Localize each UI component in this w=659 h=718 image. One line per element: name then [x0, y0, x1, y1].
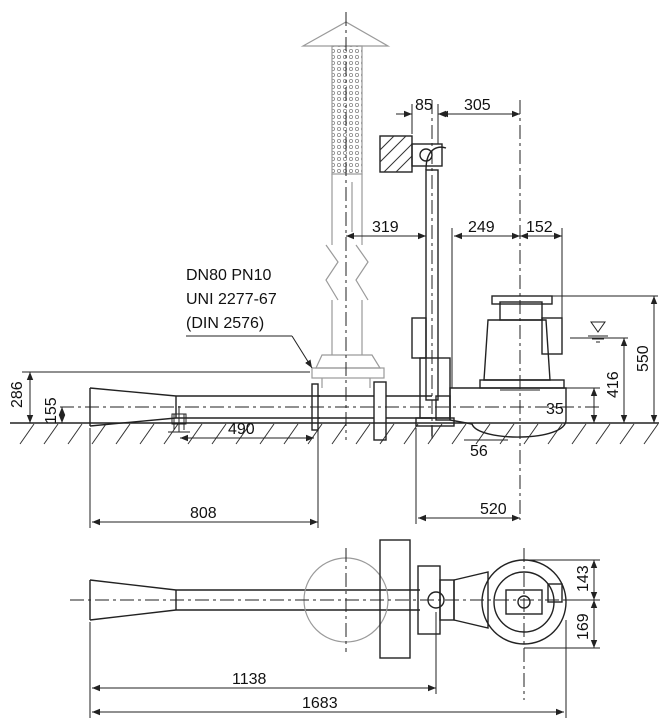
dim-155-label: 155: [43, 397, 60, 424]
flange-note-line1: DN80 PN10: [186, 267, 271, 284]
dim-305: 305: [440, 97, 520, 118]
hatch-line: [307, 423, 323, 445]
water-level-symbol: [588, 321, 608, 343]
dim-35: 35: [546, 387, 600, 423]
dim-319: 319: [346, 219, 426, 240]
dim-286: 286: [9, 371, 310, 423]
dim-1138-label: 1138: [232, 671, 267, 688]
dim-550: 550: [552, 295, 658, 423]
dim-85-label: 85: [415, 97, 433, 114]
dim-1683-label: 1683: [302, 695, 338, 712]
dim-319-label: 319: [372, 219, 399, 236]
dim-416-label: 416: [605, 371, 622, 398]
dim-808-label: 808: [190, 505, 217, 522]
hatch-line: [379, 423, 395, 445]
dim-416: 416: [570, 337, 628, 423]
dim-152-label: 152: [526, 219, 553, 236]
hatch-line: [115, 423, 131, 445]
hatch-line: [91, 423, 107, 445]
dim-155: 155: [43, 397, 66, 424]
flange-note-line2: UNI 2277-67: [186, 291, 277, 308]
hatch-line: [643, 423, 659, 445]
pump-body: [449, 295, 567, 438]
hatch-line: [499, 423, 515, 445]
wall-bracket: [379, 135, 443, 173]
dim-35-label: 35: [546, 401, 564, 418]
dim-56-label: 56: [470, 443, 488, 460]
flange-note: DN80 PN10 UNI 2277-67 (DIN 2576): [186, 267, 313, 369]
dim-305-label: 305: [464, 97, 491, 114]
hatch-line: [571, 423, 587, 445]
dim-550-label: 550: [635, 345, 652, 372]
dim-286-label: 286: [9, 381, 26, 408]
discharge-column: [411, 146, 455, 436]
hatch-line: [619, 423, 635, 445]
hatch-line: [403, 423, 419, 445]
hatch-line: [163, 423, 179, 445]
hatch-line: [19, 423, 35, 445]
dim-169-label: 169: [575, 613, 592, 640]
flange-note-line3: (DIN 2576): [186, 315, 264, 332]
dim-520-label: 520: [480, 501, 507, 518]
dim-143-169: 143 169: [524, 559, 600, 649]
hatch-line: [595, 423, 611, 445]
dim-808: 808: [89, 428, 319, 528]
hatch-line: [211, 423, 227, 445]
hatch-line: [139, 423, 155, 445]
hatch-line: [259, 423, 275, 445]
hatch-line: [187, 423, 203, 445]
dim-1683: 1683: [92, 620, 567, 718]
hatch-line: [523, 423, 539, 445]
dim-56: 56: [464, 439, 508, 460]
plan-view: [89, 539, 567, 659]
inlet-pipe: [89, 381, 432, 441]
hatch-line: [283, 423, 299, 445]
hatch-line: [67, 423, 83, 445]
hatch-line: [427, 423, 443, 445]
dim-143-label: 143: [575, 565, 592, 592]
pipe-support: [168, 406, 190, 433]
hatch-line: [451, 423, 467, 445]
dim-249-label: 249: [468, 219, 495, 236]
hatch-line: [331, 423, 347, 445]
hatch-line: [547, 423, 563, 445]
dim-249-152: 249 152: [451, 219, 563, 388]
dim-490-label: 490: [228, 421, 255, 438]
hatch-line: [475, 423, 491, 445]
dim-520: 520: [415, 428, 520, 524]
hatch-line: [43, 423, 59, 445]
dim-1138: 1138: [89, 612, 437, 718]
hatch-line: [355, 423, 371, 445]
dim-490: 490: [180, 421, 314, 442]
